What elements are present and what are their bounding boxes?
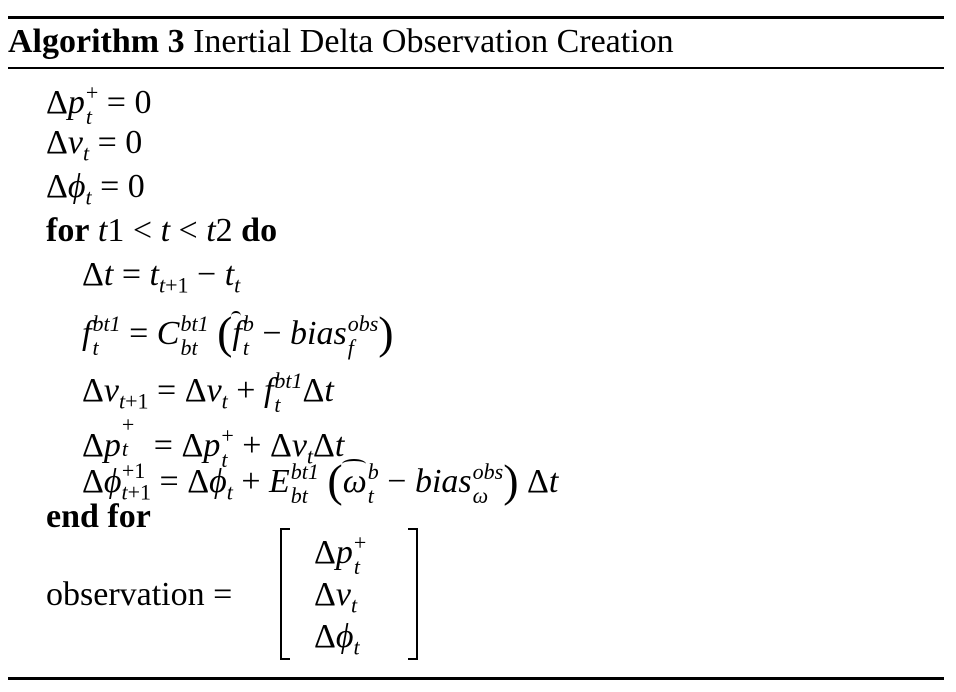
init-delta-v: Δvt = 0 xyxy=(46,124,143,166)
caption-rule xyxy=(8,67,944,69)
matrix-entry-delta-phi: Δϕt xyxy=(314,618,360,660)
init-delta-phi: Δϕt = 0 xyxy=(46,168,145,210)
observation-matrix: Δp+t Δvt Δϕt xyxy=(280,528,418,660)
left-bracket xyxy=(280,528,290,660)
init-delta-p: Δp+t = 0 xyxy=(46,80,152,129)
do-keyword: do xyxy=(241,212,278,249)
step-dt: Δt = tt+1 − tt xyxy=(82,256,241,298)
matrix-entry-delta-p: Δp+t xyxy=(314,530,367,579)
algorithm-title: Inertial Delta Observation Creation xyxy=(193,23,674,60)
algorithm-label: Algorithm 3 xyxy=(8,23,185,60)
for-line: for t1 < t < t2 do xyxy=(46,212,278,249)
for-keyword: for xyxy=(46,212,90,249)
right-bracket xyxy=(408,528,418,660)
observation-label: observation = xyxy=(46,576,233,613)
end-for-keyword: end for xyxy=(46,498,151,535)
top-rule xyxy=(8,16,944,19)
bottom-rule xyxy=(8,677,944,680)
end-for-line: end for xyxy=(46,500,151,534)
algorithm-caption: Algorithm 3 Inertial Delta Observation C… xyxy=(8,20,674,64)
matrix-entry-delta-v: Δvt xyxy=(314,576,358,618)
step-dp: Δp+t+1 = Δp+t + ΔvtΔt xyxy=(82,412,345,483)
